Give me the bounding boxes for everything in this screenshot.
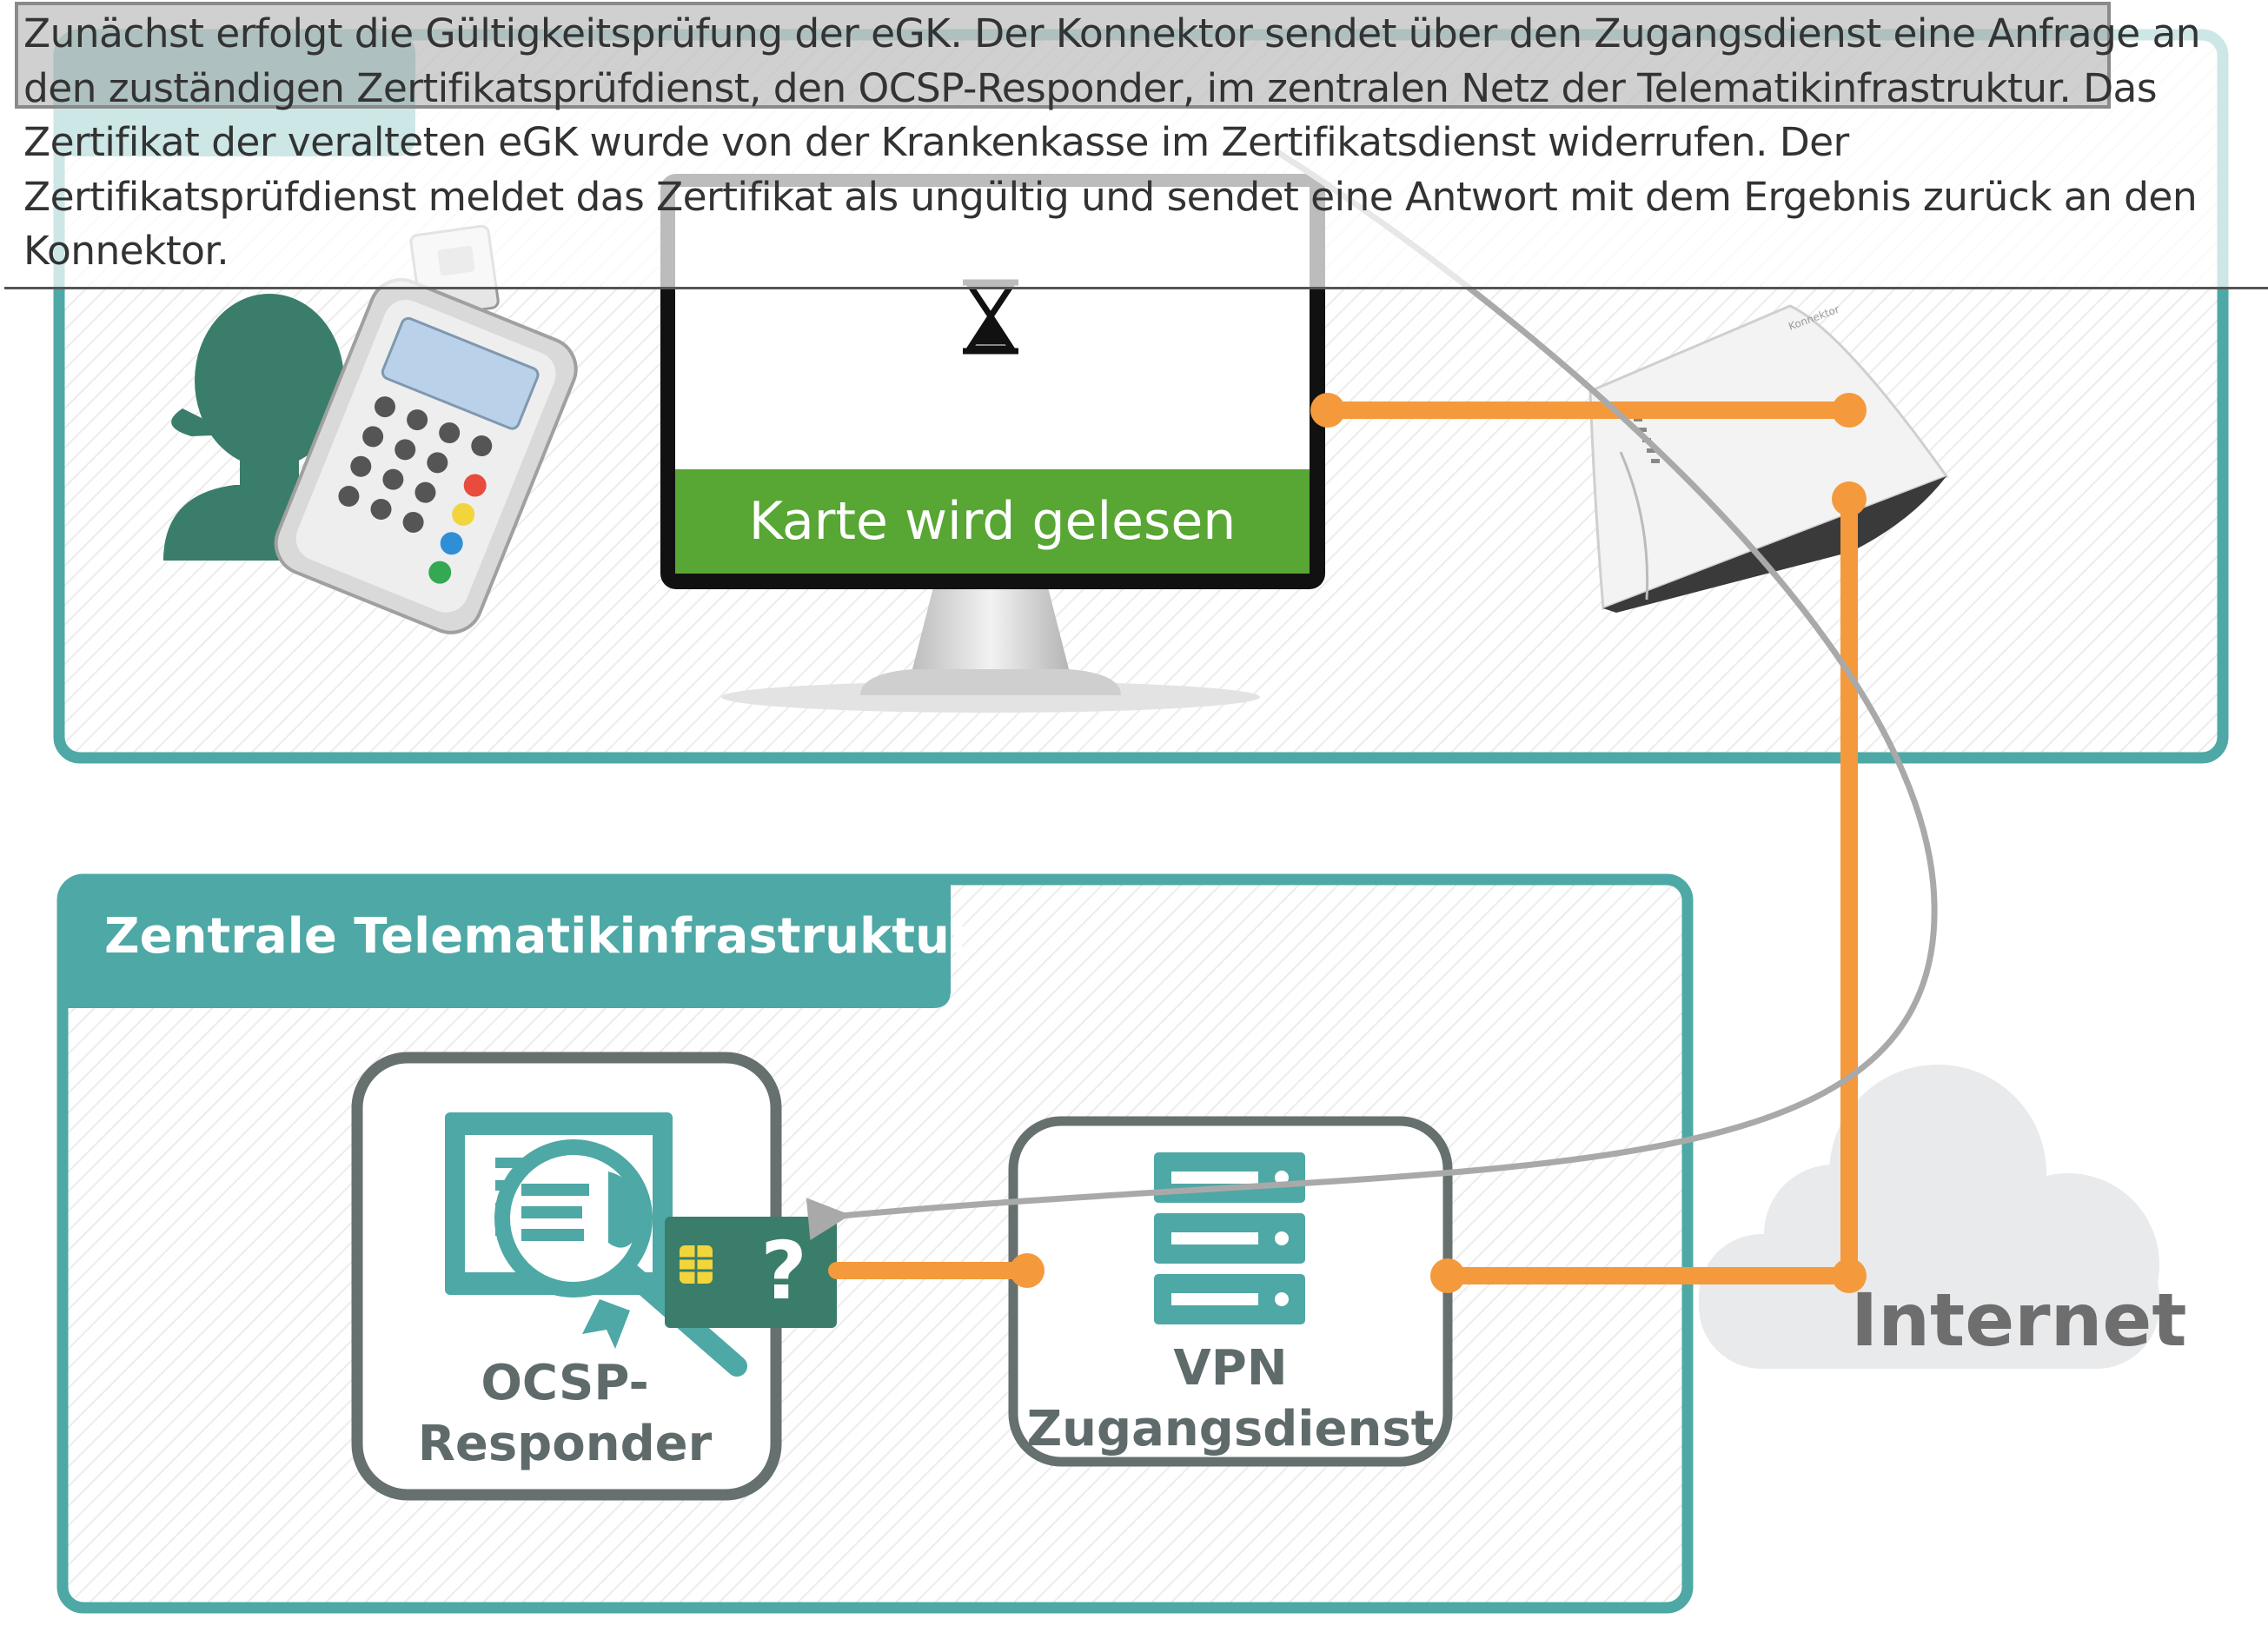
certificate-search-icon [445, 1112, 747, 1377]
connection-points [1010, 393, 1867, 1293]
svg-text:?: ? [760, 1225, 806, 1317]
caption-panel: Zunächst erfolgt die Gültigkeitsprüfung … [4, 0, 2268, 289]
ocsp-label-line1: OCSP- [481, 1355, 649, 1411]
vpn-label-line1: VPN [1173, 1340, 1288, 1397]
central-zone-title: Zentrale Telematikinfrastruktur [104, 908, 974, 965]
screen-status-banner: Karte wird gelesen [675, 469, 1310, 574]
vpn-label-line2: Zugangsdienst [1026, 1401, 1435, 1457]
central-zone-tab [63, 879, 951, 1008]
internet-label: Internet [1851, 1278, 2187, 1363]
server-icon [1154, 1152, 1305, 1324]
network-connections [828, 402, 1858, 1284]
caption-text: Zunächst erfolgt die Gültigkeitsprüfung … [23, 10, 2201, 274]
request-flow-arrow [806, 149, 1938, 1241]
ocsp-label-line2: Responder [417, 1416, 713, 1472]
egk-card-icon: ? [665, 1217, 837, 1328]
vpn-zugangsdienst-label: VPN Zugangsdienst [1013, 1338, 1448, 1460]
ocsp-responder-label: OCSP- Responder [382, 1353, 747, 1475]
